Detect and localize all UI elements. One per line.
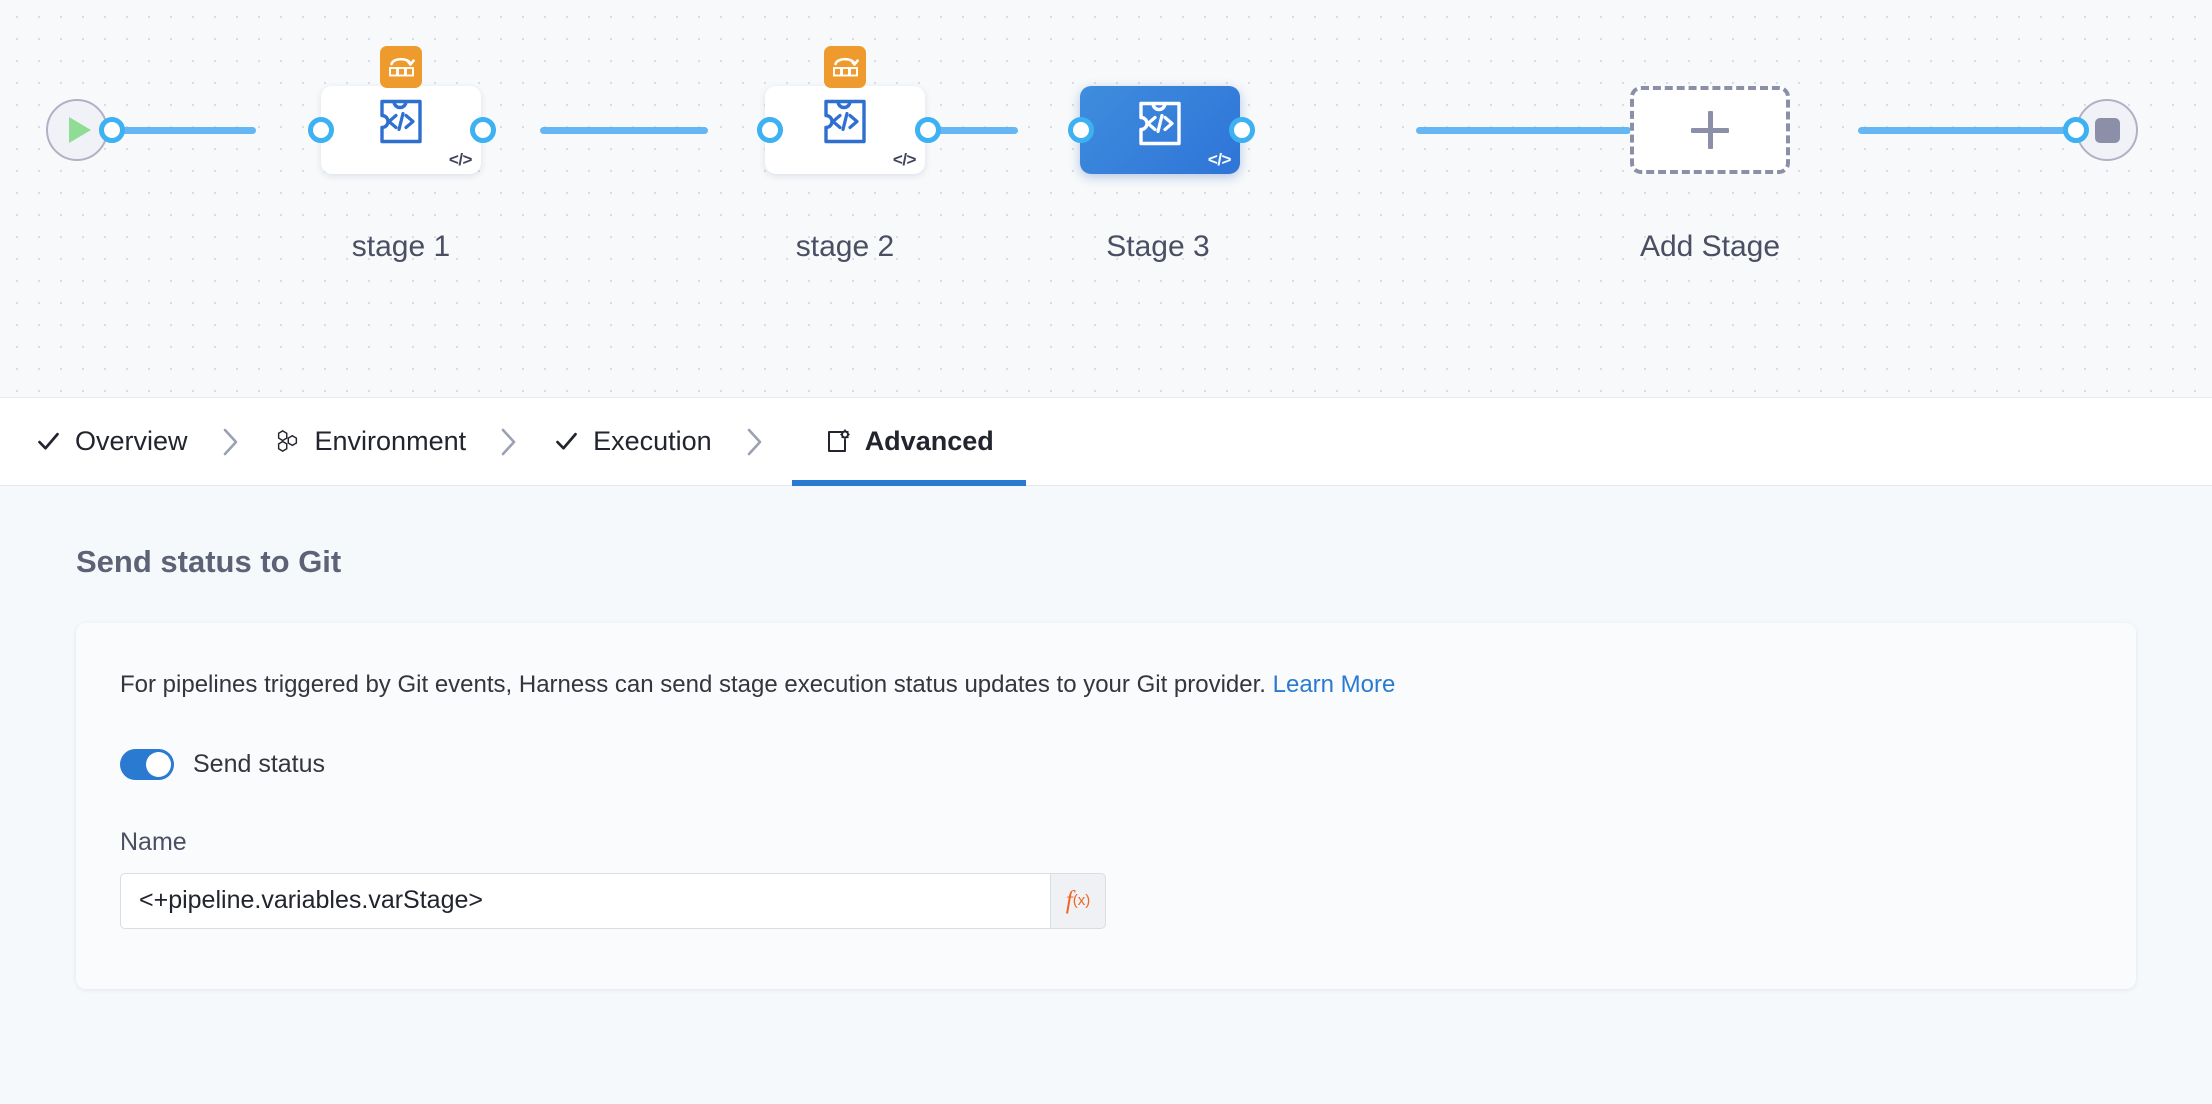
- connector-dot-start-out: [99, 117, 125, 143]
- connector-dot-stage2-out: [915, 117, 941, 143]
- learn-more-link[interactable]: Learn More: [1272, 671, 1396, 698]
- tab-overview[interactable]: Overview: [30, 398, 192, 486]
- stage3-code-tag: </>: [1207, 150, 1232, 169]
- stage-label-stage-3: Stage 3: [1106, 230, 1210, 263]
- hexagons-icon: [274, 428, 302, 456]
- stage-card-stage-3[interactable]: </>: [1080, 86, 1240, 174]
- cd-stage-icon: [1134, 98, 1186, 155]
- pipeline-end-node[interactable]: [2076, 99, 2138, 161]
- expression-fx-button[interactable]: f(x): [1050, 872, 1106, 929]
- fx-sub: (x): [1072, 892, 1091, 910]
- connector-dot-stage1-in: [308, 117, 334, 143]
- stage-card-stage-1[interactable]: </>: [321, 46, 481, 174]
- toggle-knob: [146, 751, 171, 777]
- fx-label: f: [1065, 886, 1073, 914]
- connector-rail-stage1-to-stage2: [540, 127, 708, 134]
- check-icon: [34, 428, 62, 456]
- chevron-right-icon: [470, 398, 548, 486]
- send-status-to-git-panel: For pipelines triggered by Git events, H…: [76, 623, 2136, 989]
- cd-stage-icon: [375, 96, 427, 153]
- stage-label-stage-2: stage 2: [795, 230, 895, 263]
- tab-environment[interactable]: Environment: [270, 398, 471, 486]
- panel-description: For pipelines triggered by Git events, H…: [120, 668, 2092, 702]
- page-title: Send status to Git: [76, 544, 342, 579]
- tab-advanced[interactable]: Advanced: [791, 398, 1026, 486]
- chevron-right-icon: [716, 398, 794, 486]
- add-stage-button[interactable]: [1630, 86, 1790, 174]
- pipeline-canvas[interactable]: </> stage 1 </> stage 2: [0, 0, 2212, 398]
- play-icon: [69, 117, 91, 143]
- advanced-tab-content: Send status to Git For pipelines trigger…: [0, 486, 2212, 1103]
- connector-rail-stage3-to-addstage: [1416, 127, 1631, 134]
- document-gear-icon: [824, 428, 852, 456]
- add-stage-label: Add Stage: [1639, 230, 1781, 263]
- connector-dot-stage2-in: [757, 117, 783, 143]
- stop-square-icon: [2094, 117, 2120, 143]
- stage1-code-tag: </>: [448, 150, 473, 169]
- stage-tab-bar: Overview Environment Execution: [0, 398, 2212, 486]
- pipeline-start-node[interactable]: [46, 99, 108, 161]
- connector-rail-start-to-stage1: [108, 127, 256, 134]
- check-icon: [552, 428, 580, 456]
- name-field-label: Name: [120, 827, 187, 856]
- connector-dot-stage3-out: [1229, 117, 1255, 143]
- tab-advanced-label: Advanced: [864, 426, 994, 456]
- connector-rail-addstage-to-end: [1858, 127, 2076, 134]
- connector-dot-stage3-in: [1068, 117, 1094, 143]
- chevron-right-icon: [192, 398, 270, 486]
- send-status-toggle-label: Send status: [193, 749, 326, 778]
- connector-dot-end-in: [2063, 117, 2089, 143]
- stage2-code-tag: </>: [892, 150, 917, 169]
- tab-environment-label: Environment: [314, 426, 467, 456]
- matrix-looping-icon: [824, 46, 866, 88]
- tab-execution[interactable]: Execution: [548, 398, 716, 486]
- connector-dot-stage1-out: [470, 117, 496, 143]
- stage-label-stage-1: stage 1: [351, 230, 451, 263]
- send-status-toggle[interactable]: [120, 748, 174, 780]
- name-input[interactable]: [120, 872, 1050, 929]
- cd-stage-icon: [819, 96, 871, 153]
- stage-card-stage-2[interactable]: </>: [765, 46, 925, 174]
- plus-icon-vertical: [1707, 111, 1713, 149]
- matrix-looping-icon: [380, 46, 422, 88]
- name-field-row: f(x): [120, 872, 1106, 929]
- panel-description-text: For pipelines triggered by Git events, H…: [120, 671, 1266, 698]
- tab-execution-label: Execution: [593, 426, 712, 456]
- send-status-toggle-row: Send status: [120, 748, 2092, 780]
- tab-overview-label: Overview: [75, 426, 188, 456]
